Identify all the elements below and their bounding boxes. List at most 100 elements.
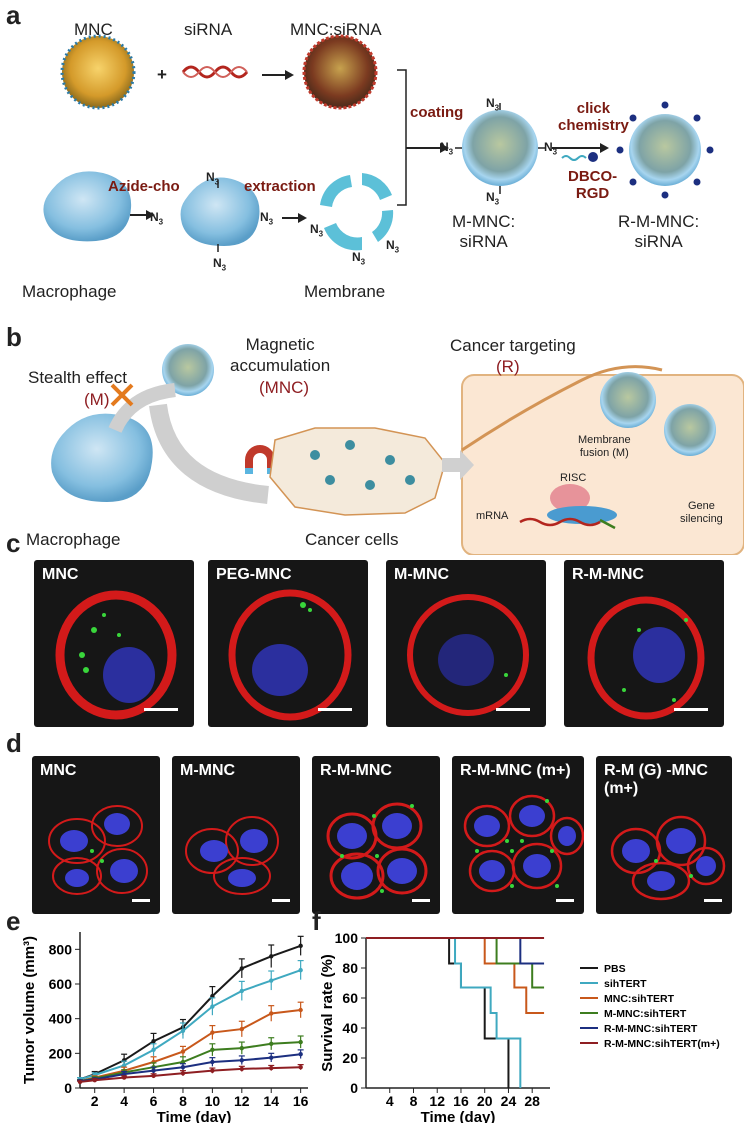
legend-label: R-M-MNC:sihTERT bbox=[604, 1023, 698, 1035]
confocal-cell-image bbox=[587, 596, 705, 720]
blocked-x-icon bbox=[110, 383, 134, 407]
x-tick-label: 20 bbox=[477, 1093, 493, 1109]
y-tick-label: 0 bbox=[64, 1080, 72, 1096]
x-tick-label: 12 bbox=[429, 1093, 445, 1109]
data-point bbox=[269, 1011, 274, 1016]
arrow-icon bbox=[552, 143, 609, 153]
stealth-m-label: (M) bbox=[84, 390, 110, 409]
panel-c-image-mnc: MNC bbox=[34, 560, 194, 727]
data-point bbox=[298, 1039, 303, 1045]
x-axis-label: Time (day) bbox=[421, 1109, 496, 1123]
coating-label: coating bbox=[410, 104, 464, 121]
cell-label: R-M (G) -MNC (m+) bbox=[604, 762, 708, 797]
panel-c-image-peg-mnc: PEG-MNC bbox=[208, 560, 368, 727]
data-point bbox=[180, 1028, 186, 1033]
data-point bbox=[210, 1059, 215, 1065]
cancer-cell-cluster-icon bbox=[269, 427, 446, 516]
confocal-cell-image bbox=[610, 815, 726, 901]
data-point bbox=[239, 1026, 245, 1032]
data-point bbox=[151, 1039, 156, 1044]
x-tick-label: 6 bbox=[150, 1093, 158, 1109]
panel-d-image-r-m-g-mnc-m: R-M (G) -MNC (m+) bbox=[596, 756, 732, 914]
data-point bbox=[121, 1063, 127, 1068]
magnetic-accumulation-label: Magnetic accumulation bbox=[230, 335, 331, 375]
panel-e-label: e bbox=[6, 906, 21, 936]
confocal-cell-image bbox=[228, 589, 352, 721]
cell-label: PEG-MNC bbox=[216, 566, 292, 583]
data-point bbox=[180, 1071, 186, 1076]
click-chemistry-label: click chemistry bbox=[558, 100, 629, 134]
x-tick-label: 4 bbox=[120, 1093, 128, 1109]
data-point bbox=[239, 1045, 245, 1051]
mnc-particle-icon bbox=[60, 34, 136, 110]
data-point bbox=[210, 1004, 215, 1009]
scale-bar bbox=[132, 899, 150, 902]
y-tick-label: 0 bbox=[350, 1080, 358, 1096]
data-point bbox=[180, 1065, 186, 1070]
bracket-connector bbox=[397, 69, 449, 206]
cell-label: MNC bbox=[40, 762, 77, 779]
scale-bar bbox=[556, 899, 574, 902]
panel-c-image-m-mnc: M-MNC bbox=[386, 560, 546, 727]
x-tick-label: 10 bbox=[205, 1093, 221, 1109]
confocal-cell-image bbox=[55, 590, 177, 720]
series-line bbox=[79, 969, 301, 1081]
macrophage-blob-icon bbox=[43, 171, 132, 242]
sirna-label: siRNA bbox=[184, 20, 233, 39]
mnc-sirna-particle-icon bbox=[302, 34, 378, 110]
scale-bar bbox=[318, 708, 352, 711]
y-tick-label: 600 bbox=[49, 976, 73, 992]
data-point bbox=[121, 1071, 127, 1077]
mrna-label: mRNA bbox=[476, 510, 509, 522]
cell-label: M-MNC bbox=[180, 762, 236, 779]
panel-d-image-m-mnc: M-MNC bbox=[172, 756, 300, 914]
cell-label: R-M-MNC bbox=[572, 566, 644, 583]
y-tick-label: 100 bbox=[335, 930, 359, 946]
dbco-rgd-label: DBCO- RGD bbox=[568, 168, 618, 202]
panel-c-image-r-m-mnc: R-M-MNC bbox=[564, 560, 724, 727]
scale-bar bbox=[144, 708, 178, 711]
data-point bbox=[180, 1059, 186, 1065]
n3-label: N3 bbox=[150, 210, 164, 227]
arrow-icon bbox=[130, 210, 155, 220]
n3-label: N3 bbox=[213, 256, 227, 273]
n3-label: N3 bbox=[386, 238, 400, 255]
data-point bbox=[298, 1065, 303, 1070]
confocal-cell-image bbox=[407, 594, 529, 716]
right-arrow-icon bbox=[442, 450, 474, 480]
data-point bbox=[77, 1079, 83, 1085]
cell-label: MNC bbox=[42, 566, 79, 583]
y-tick-label: 800 bbox=[49, 941, 73, 957]
r-m-mnc-particle-icon bbox=[616, 101, 714, 199]
n3-label: N3 bbox=[310, 222, 324, 239]
y-tick-label: 400 bbox=[49, 1011, 73, 1027]
membrane-fragments-icon bbox=[320, 173, 394, 251]
confocal-cell-image bbox=[326, 802, 428, 900]
legend-label: sihTERT bbox=[604, 978, 647, 990]
x-tick-label: 16 bbox=[293, 1093, 309, 1109]
y-tick-label: 20 bbox=[342, 1050, 358, 1066]
gene-silencing-label: Gene silencing bbox=[680, 500, 723, 525]
cancer-targeting-label: Cancer targeting bbox=[450, 336, 576, 355]
mnc-sirna-label: MNC:siRNA bbox=[290, 20, 382, 39]
sirna-helix-icon bbox=[181, 65, 249, 79]
risc-label: RISC bbox=[560, 472, 587, 484]
survival-step-line bbox=[366, 937, 510, 1088]
data-point bbox=[298, 967, 303, 973]
arrow-icon bbox=[282, 213, 307, 223]
confocal-cell-image bbox=[463, 794, 584, 893]
scale-bar bbox=[496, 708, 530, 711]
data-point bbox=[210, 1030, 215, 1035]
y-tick-label: 200 bbox=[49, 1045, 73, 1061]
r-m-mnc-particle-icon bbox=[162, 344, 214, 396]
scale-bar bbox=[704, 899, 722, 902]
macrophage-blob-icon bbox=[51, 413, 153, 502]
data-point bbox=[269, 1065, 274, 1071]
m-mnc-sirna-label: M-MNC: siRNA bbox=[452, 212, 516, 251]
x-tick-label: 8 bbox=[410, 1093, 418, 1109]
data-point bbox=[269, 954, 274, 959]
data-point bbox=[239, 1066, 245, 1072]
y-axis-label: Tumor volume (mm³) bbox=[21, 936, 38, 1084]
data-point bbox=[210, 993, 215, 999]
